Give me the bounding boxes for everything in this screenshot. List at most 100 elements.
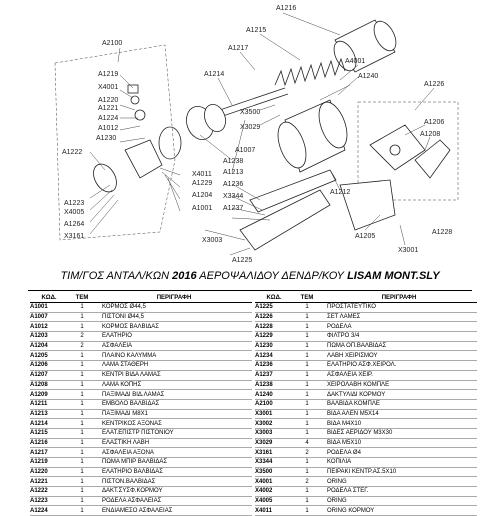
page: { "title": { "prefix": "ΤΙΜ/ΓΟΣ ΑΝΤΑΛ/ΚΩ… [28,5,477,516]
label-A1007: A1007 [235,147,255,154]
label-A1221: A1221 [98,105,118,112]
part-qty: 1 [293,505,321,516]
label-A1226: A1226 [424,81,444,88]
part-code: A1219 [30,457,68,468]
part-description: ΠΡΟΣΤΑΤΕΥΤΙΚΟ [321,302,477,313]
part-code: X3001 [255,409,293,420]
part-qty: 1 [68,486,96,497]
part-description: ΚΟΡΜΟΣ Ø44,5 [96,302,252,313]
part-code: A1225 [255,302,293,313]
part-code: A1236 [255,360,293,371]
part-code: X4002 [255,486,293,497]
part-description: ΕΛΑΤΗΡΙΟ ΒΑΛΒΙΔΑΣ [96,467,252,478]
label-A1236: A1236 [223,181,243,188]
label-A1214: A1214 [204,71,224,78]
part-qty: 1 [293,350,321,362]
part-qty: 1 [68,476,96,488]
part-code: A1217 [30,447,68,458]
part-description: ORING ΚΟΡΜΟΥ [321,505,477,516]
part-code: A1234 [255,350,293,362]
part-qty: 1 [68,496,96,507]
part-description: ΣΕΤ ΛΑΜΕΣ [321,312,477,323]
part-qty: 1 [293,457,321,468]
part-code: A1214 [30,418,68,429]
part-description: ΒΙΔΕΣ ΑΕΡΙΔΟΥ M3X30 [321,428,477,439]
part-code: A1207 [30,370,68,381]
part-qty: 1 [293,321,321,333]
part-qty: 1 [68,447,96,458]
part-description: ΕΛΑΤΗΡΙΟ [96,331,252,342]
part-description: ΔΑΚΤ.ΣΥΣΦ.ΚΟΡΜΟΥ [96,486,252,497]
part-code: A1213 [30,409,68,420]
part-description: ΒΙΔΑ M5X10 [321,438,477,449]
label-A1001: A1001 [192,205,212,212]
part-description: ORING [321,476,477,488]
part-code: A1007 [30,312,68,323]
valve-assembly-outline [54,44,176,241]
label-A1206: A1206 [424,119,444,126]
label-X4001-top: X4001 [98,84,118,91]
return-spring-part [274,57,346,87]
label-A1264: A1264 [64,221,84,228]
part-description: ΡΟΔΕΛΑ ΣΤΕΓ. [321,486,477,497]
part-code: X3500 [255,467,293,478]
header-code: ΚΩΔ. [30,293,68,303]
side-cover-part [339,179,396,231]
part-code: X3002 [255,418,293,429]
label-X3029: X3029 [240,124,260,131]
part-description: ΠΙΣΤΟΝΙ Ø44,5 [96,312,252,323]
part-qty: 1 [293,380,321,391]
part-code: A1209 [30,389,68,400]
part-qty: 1 [293,486,321,497]
part-qty: 1 [293,409,321,420]
part-qty: 4 [293,438,321,449]
part-description: ΑΣΦΑΛΕΙΑ [96,341,252,352]
part-code: A1203 [30,331,68,342]
part-qty: 1 [293,428,321,439]
title-middle: ΑΕΡΟΨΑΛΙΔΟΥ ΔΕΝΔΡ/ΚΟΥ [196,270,348,282]
body-oring-part [158,126,182,160]
part-qty: 1 [68,380,96,391]
label-A1222: A1222 [62,149,82,156]
label-A1225: A1225 [232,257,252,264]
part-description: ΠΑΞΙΜΑΔΙ ΒΙΔ.ΛΑΜΑΣ [96,389,252,400]
part-qty: 1 [68,438,96,449]
part-code: X4005 [255,496,293,507]
part-code: A1001 [30,302,68,313]
part-description: ΡΟΔΕΛΑ Ø4 [321,447,477,458]
part-qty: 1 [68,321,96,333]
part-description: ΠΙΣΤΟΝ.ΒΑΛΒΙΔΑΣ [96,476,252,488]
part-qty: 1 [68,457,96,468]
part-description: ΒΑΛΒΙΔΑ ΚΟΜΠΛΕ [321,399,477,410]
part-code: X3344 [255,457,293,468]
part-description: ΕΛΑΤΗΡΙΟ ΑΣΦ.ΧΕΙΡΟΛ. [321,360,477,371]
piston-part [186,104,226,140]
label-A1229: A1229 [192,180,212,187]
label-A1240: A1240 [358,73,378,80]
label-A1219: A1219 [98,71,118,78]
label-X4011: X4011 [192,171,212,178]
part-code: A1229 [255,331,293,342]
part-qty: 1 [68,302,96,313]
label-A1237: A1237 [223,205,243,212]
part-qty: 1 [293,341,321,352]
part-code: A1224 [30,505,68,516]
part-qty: 1 [293,312,321,323]
